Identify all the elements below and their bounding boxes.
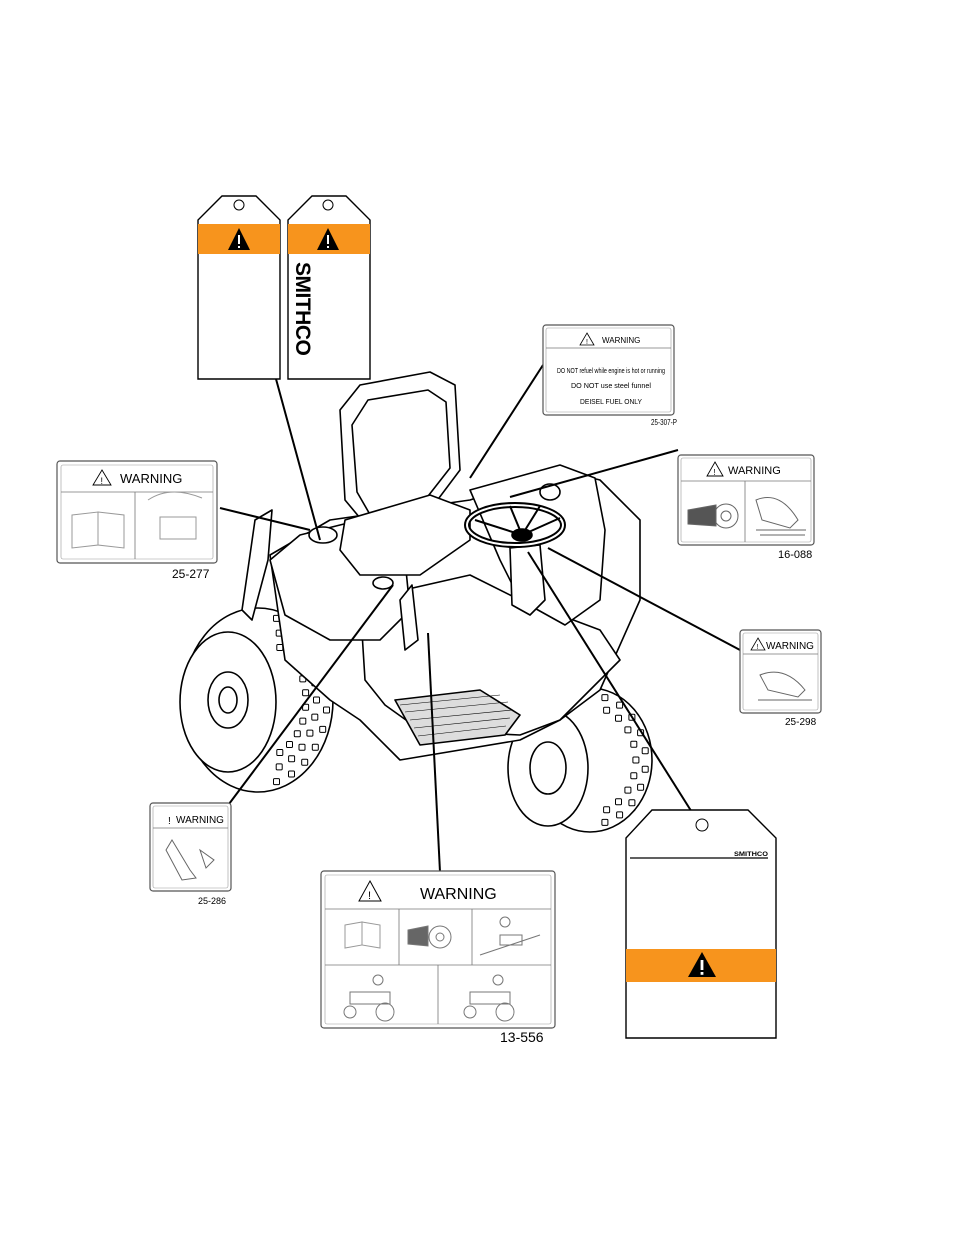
tread-block (630, 772, 638, 780)
tread-block (301, 758, 309, 766)
tread-block (632, 756, 640, 764)
decal-25-298: ! WARNING 25-298 (739, 629, 822, 728)
tread-block (275, 763, 283, 771)
tread-block (319, 725, 327, 733)
decal-part-number: 25-286 (198, 896, 226, 906)
mower-rider-icon (343, 974, 515, 1022)
svg-text:!: ! (586, 339, 588, 346)
ride-on-mower-drawing (179, 371, 653, 833)
decal-heading: WARNING (176, 815, 224, 826)
decal-text-line: DEISEL FUEL ONLY (580, 399, 642, 406)
warning-triangle-icon: ! (358, 879, 382, 902)
decal-heading: WARNING (728, 465, 781, 477)
tread-block (311, 713, 319, 721)
warning-triangle-icon (688, 952, 716, 977)
tread-block (298, 743, 306, 751)
steering-column (509, 544, 546, 616)
warning-triangle-icon: ! (706, 461, 724, 477)
warning-triangle-icon (228, 228, 250, 250)
tread-block (601, 694, 609, 702)
decal-part-number: 25-298 (785, 717, 817, 728)
steering-wheel (464, 502, 566, 548)
seat-cushion (339, 494, 471, 576)
manual-book-icon (344, 921, 381, 949)
warning-triangle-icon: ! (750, 637, 766, 651)
tread-block (601, 818, 609, 826)
tread-block (628, 799, 636, 807)
decal-16-088: ! WARNING 16-088 (677, 454, 815, 561)
tread-block (630, 740, 638, 748)
decal-25-286: ! WARNING 25-286 (149, 802, 232, 906)
decal-part-number: 16-088 (778, 549, 812, 561)
tread-block (288, 755, 296, 763)
leader-lines (219, 364, 741, 873)
tag-bottom-brand: SMITHCO (734, 851, 768, 858)
decal-part-number: 25-277 (172, 567, 210, 581)
warning-triangle-icon: ! (168, 816, 171, 827)
tread-block (273, 778, 280, 786)
tread-block (311, 743, 319, 751)
tread-block (637, 783, 645, 791)
decal-text-line: DO NOT use steel funnel (571, 383, 651, 390)
tread-block (615, 798, 622, 806)
tread-block (323, 706, 330, 714)
tread-block (616, 701, 624, 709)
tread-block (624, 726, 632, 734)
entanglement-icon (687, 503, 739, 529)
tread-block (603, 806, 611, 814)
hand-pinch-icon (165, 839, 215, 881)
tread-block (313, 696, 320, 704)
svg-text:!: ! (714, 468, 716, 477)
decal-heading: WARNING (766, 641, 814, 652)
tread-block (286, 741, 293, 748)
hand-cut-icon (758, 671, 812, 701)
tread-block (641, 747, 649, 755)
decal-heading: WARNING (602, 336, 640, 345)
decal-part-number: 25-307-P (651, 418, 677, 427)
warning-triangle-icon (317, 228, 339, 250)
seat-back-inner (351, 389, 451, 519)
decal-25-277: ! WARNING 25-277 (56, 460, 218, 581)
tread-block (299, 717, 307, 725)
tag-left (197, 195, 281, 380)
slope-rollover-icon (479, 916, 541, 956)
warning-triangle-icon: ! (92, 469, 112, 486)
svg-text:!: ! (757, 644, 759, 651)
tag-right: SMITHCO (287, 195, 371, 380)
decal-13-556: ! WARNING 13-556 (320, 870, 556, 1045)
decal-part-number: 13-556 (500, 1029, 544, 1045)
tread-block (276, 749, 284, 756)
manual-book-icon (71, 511, 125, 549)
tread-block (306, 729, 314, 737)
tread-block (624, 786, 632, 794)
decal-text-line: DO NOT refuel while engine is hot or run… (557, 368, 665, 375)
entanglement-icon (407, 925, 452, 949)
tread-block (293, 730, 301, 738)
seat-back (339, 371, 461, 531)
battery-icon (147, 491, 203, 540)
tread-block (302, 689, 310, 697)
side-lever (241, 509, 273, 621)
svg-text:!: ! (101, 476, 104, 486)
decal-25-307-p: ! WARNING DO NOT refuel while engine is … (542, 324, 677, 427)
tag-right-brand: SMITHCO (291, 262, 314, 355)
tag-bottom: SMITHCO (625, 809, 777, 1039)
tread-block (615, 714, 622, 722)
decal-heading: WARNING (120, 471, 182, 486)
tread-block (288, 770, 295, 778)
tread-block (641, 765, 649, 773)
tread-block (616, 811, 624, 819)
right-front-wheel (507, 687, 653, 833)
decal-heading: WARNING (420, 886, 497, 903)
hand-cut-icon (755, 497, 806, 536)
tread-block (628, 713, 636, 721)
svg-text:!: ! (368, 890, 371, 902)
tread-block (603, 706, 611, 714)
warning-triangle-icon: ! (579, 332, 595, 346)
